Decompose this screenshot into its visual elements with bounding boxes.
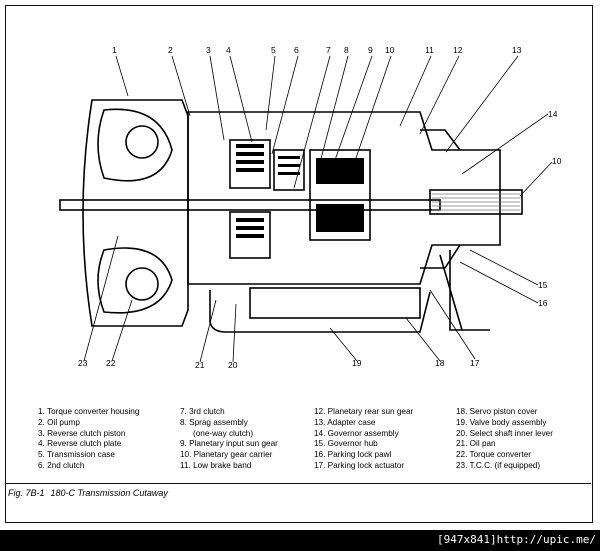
callout-label: 1 bbox=[112, 45, 117, 55]
output-shaft-shape bbox=[429, 189, 523, 215]
planetary-gear-shape bbox=[309, 149, 371, 241]
callout-label: 10 bbox=[385, 45, 395, 55]
converter-torus-lower bbox=[97, 247, 173, 314]
footer-text: [947x841]http://upic.me/ bbox=[437, 533, 596, 546]
oil-pan-shape bbox=[209, 290, 431, 333]
callout-label: 15 bbox=[538, 280, 548, 290]
legend-item: 20. Select shaft inner lever bbox=[456, 428, 553, 438]
callout-label: 3 bbox=[206, 45, 211, 55]
converter-housing-shape bbox=[82, 99, 189, 327]
legend-column-1: 1. Torque converter housing 2. Oil pump … bbox=[38, 407, 139, 472]
legend-item: 14. Governor assembly bbox=[314, 428, 399, 438]
callout-label: 22 bbox=[106, 358, 116, 368]
legend-column-4: 18. Servo piston cover 19. Valve body as… bbox=[456, 407, 553, 472]
transmission-case-shape bbox=[187, 111, 501, 285]
callout-label: 8 bbox=[344, 45, 349, 55]
figure-caption: Fig. 7B-1 180-C Transmission Cutaway bbox=[8, 488, 168, 498]
legend-item: 6. 2nd clutch bbox=[38, 460, 85, 470]
legend-item: 9. Planetary input sun gear bbox=[180, 439, 278, 449]
legend-item: 4. Reverse clutch plate bbox=[38, 439, 122, 449]
callout-label: 2 bbox=[168, 45, 173, 55]
legend-item: 3. Reverse clutch piston bbox=[38, 428, 126, 438]
callout-label: 5 bbox=[271, 45, 276, 55]
legend-item: 19. Valve body assembly bbox=[456, 417, 547, 427]
callout-labels: 1 2 3 4 5 6 7 8 9 10 11 12 13 14 10 15 1… bbox=[78, 45, 562, 370]
valve-body-shape bbox=[249, 287, 421, 319]
legend-item: 1. Torque converter housing bbox=[38, 407, 140, 416]
legend-item: 10. Planetary gear carrier bbox=[180, 450, 273, 460]
caption-figure-number: Fig. 7B-1 bbox=[8, 488, 45, 498]
legend-item: 17. Parking lock actuator bbox=[314, 460, 405, 470]
legend-item: 21. Oil pan bbox=[456, 439, 496, 449]
legend-item: 16. Parking lock pawl bbox=[314, 450, 392, 460]
legend-item: 2. Oil pump bbox=[38, 417, 80, 427]
legend-item: (one-way clutch) bbox=[193, 428, 254, 438]
converter-torus-upper bbox=[97, 108, 173, 182]
legend-item: 12. Planetary rear sun gear bbox=[314, 407, 414, 416]
legend-item: 5. Transmission case bbox=[38, 450, 115, 460]
callout-label: 13 bbox=[512, 45, 522, 55]
figure-sheet bbox=[5, 5, 593, 523]
caption-divider bbox=[5, 483, 591, 484]
callout-label: 16 bbox=[538, 298, 548, 308]
legend-item: 22. Torque converter bbox=[456, 450, 531, 460]
callout-label: 19 bbox=[352, 358, 362, 368]
legend-item: 11. Low brake band bbox=[180, 460, 252, 470]
callout-label: 21 bbox=[195, 360, 205, 370]
legend-item: 18. Servo piston cover bbox=[456, 407, 538, 416]
callout-label: 18 bbox=[435, 358, 445, 368]
callout-label: 10 bbox=[552, 156, 562, 166]
figure-frame: 1 2 3 4 5 6 7 8 9 10 11 12 13 14 10 15 1… bbox=[0, 0, 600, 530]
legend-item: 8. Sprag assembly bbox=[180, 417, 248, 427]
callout-label: 12 bbox=[453, 45, 463, 55]
callout-label: 20 bbox=[228, 360, 238, 370]
legend-item: 13. Adapter case bbox=[314, 417, 376, 427]
callout-label: 23 bbox=[78, 358, 88, 368]
legend-column-2: 7. 3rd clutch 8. Sprag assembly (one-way… bbox=[180, 407, 278, 472]
callout-label: 6 bbox=[294, 45, 299, 55]
callout-label: 11 bbox=[425, 45, 434, 55]
callout-label: 14 bbox=[548, 109, 558, 119]
callout-label: 9 bbox=[368, 45, 373, 55]
callout-label: 17 bbox=[470, 358, 480, 368]
legend-column-3: 12. Planetary rear sun gear 13. Adapter … bbox=[314, 407, 413, 472]
caption-title: 180-C Transmission Cutaway bbox=[50, 488, 168, 498]
transmission-cutaway-drawing: 1 2 3 4 5 6 7 8 9 10 11 12 13 14 10 15 1… bbox=[59, 45, 562, 370]
callout-label: 4 bbox=[226, 45, 231, 55]
legend-item: 7. 3rd clutch bbox=[180, 407, 225, 416]
input-shaft-shape bbox=[59, 199, 441, 211]
legend-item: 23. T.C.C. (if equipped) bbox=[456, 460, 541, 470]
legend-item: 15. Governor hub bbox=[314, 439, 378, 449]
callout-label: 7 bbox=[326, 45, 331, 55]
image-host-footer: [947x841]http://upic.me/ bbox=[0, 530, 600, 551]
